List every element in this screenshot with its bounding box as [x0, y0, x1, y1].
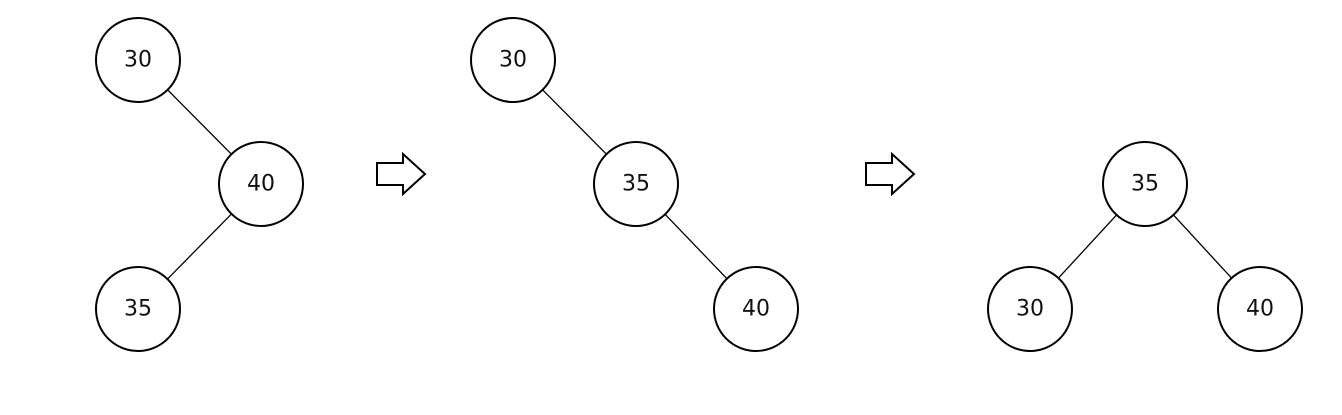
- arrows-layer: [376, 151, 916, 197]
- nodes-layer: 30 40 35 30 35 40 35 30 40: [95, 17, 1303, 352]
- node-label: 35: [1131, 172, 1159, 197]
- node-circle: [1102, 141, 1188, 227]
- node-circle: [593, 141, 679, 227]
- tree-edge: [542, 89, 607, 155]
- node-circle: [713, 266, 799, 352]
- right-arrow-icon: [865, 151, 916, 197]
- node-label: 40: [247, 172, 275, 197]
- tree-edge: [1172, 214, 1233, 279]
- tree-edge: [167, 89, 232, 155]
- tree-node-35: 35: [1102, 141, 1188, 227]
- tree-edge: [664, 213, 728, 280]
- node-circle: [470, 17, 556, 103]
- tree-node-40: 40: [218, 141, 304, 227]
- tree-node-35: 35: [593, 141, 679, 227]
- tree-node-40: 40: [713, 266, 799, 352]
- node-label: 30: [124, 48, 152, 73]
- tree-node-30: 30: [987, 266, 1073, 352]
- tree-node-30: 30: [95, 17, 181, 103]
- node-circle: [95, 17, 181, 103]
- tree-edge: [1057, 214, 1118, 279]
- edges-layer: [166, 89, 1233, 280]
- node-circle: [987, 266, 1073, 352]
- node-label: 30: [499, 48, 527, 73]
- node-circle: [1217, 266, 1303, 352]
- node-label: 30: [1016, 297, 1044, 322]
- tree-node-30: 30: [470, 17, 556, 103]
- node-label: 40: [1246, 297, 1274, 322]
- node-label: 40: [742, 297, 770, 322]
- tree-node-40: 40: [1217, 266, 1303, 352]
- node-label: 35: [622, 172, 650, 197]
- node-circle: [95, 266, 181, 352]
- node-circle: [218, 141, 304, 227]
- right-arrow-icon: [376, 151, 427, 197]
- tree-node-35: 35: [95, 266, 181, 352]
- node-label: 35: [124, 297, 152, 322]
- tree-edge: [166, 213, 233, 280]
